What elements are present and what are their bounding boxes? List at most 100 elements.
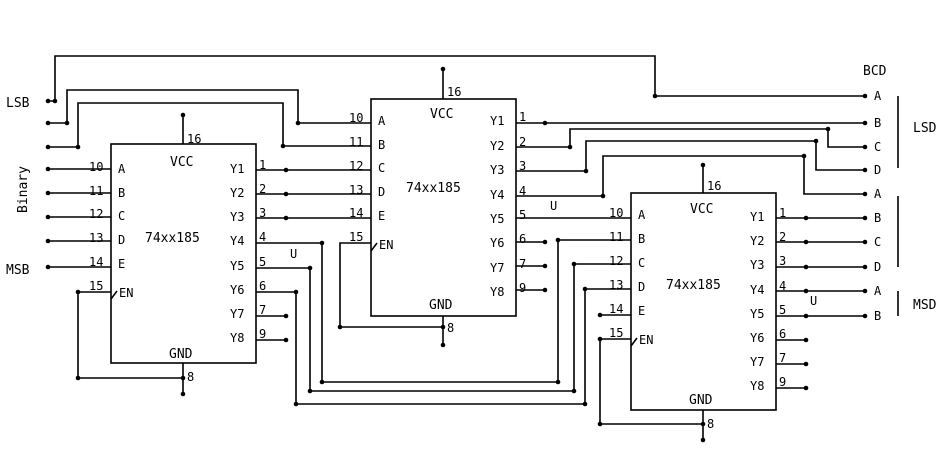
chip-1-body (110, 143, 257, 364)
chip-1-out-pin: 3 (259, 206, 266, 220)
chip-3-pin-num: 14 (609, 302, 623, 316)
chip-2-vcc-pin: 16 (447, 85, 461, 99)
chip-3-out-label: Y2 (750, 234, 764, 248)
unused-mark: U (810, 294, 817, 308)
bcd-label: BCD (863, 64, 887, 79)
chip-1-out-pin: 5 (259, 255, 266, 269)
chip-1-in-label: D (118, 233, 125, 247)
chip-1-out-label: Y3 (230, 210, 244, 224)
chip-1-out-label: Y4 (230, 234, 244, 248)
chip-1-out-label: Y7 (230, 307, 244, 321)
chip-2-pin-num: 15 (349, 230, 363, 244)
chip-2-en-label: EN (379, 238, 393, 252)
chip-3-out-pin: 5 (779, 303, 786, 317)
chip-2-out-pin: 9 (519, 281, 526, 295)
chip-3-in-label: C (638, 256, 645, 270)
chip-3-out-pin: 1 (779, 206, 786, 220)
chip-3-out-pin: 9 (779, 375, 786, 389)
chip-2-out-label: Y4 (490, 188, 504, 202)
chip-3-pin-num: 13 (609, 278, 623, 292)
chip-1-vcc-pin: 16 (187, 132, 201, 146)
unused-mark: U (290, 247, 297, 261)
chip-3-out-pin: 2 (779, 230, 786, 244)
chip-3-out-pin: 3 (779, 254, 786, 268)
chip-1-en-label: EN (119, 286, 133, 300)
chip-3-pin-num: 10 (609, 206, 623, 220)
chip-2-out-pin: 7 (519, 257, 526, 271)
chip-3-out-pin: 7 (779, 351, 786, 365)
chip-1-pin-num: 14 (89, 255, 103, 269)
chip-2-out-pin: 3 (519, 159, 526, 173)
wiring (48, 55, 899, 425)
chip-3-in-label: D (638, 280, 645, 294)
output-label: B (874, 211, 881, 225)
chip-1-out-pin: 1 (259, 158, 266, 172)
chip-3-out-label: Y3 (750, 258, 764, 272)
output-label: C (874, 140, 881, 154)
chip-1-out-pin: 9 (259, 327, 266, 341)
chip-2-out-pin: 5 (519, 208, 526, 222)
output-label: A (874, 187, 882, 201)
chip-1-pin-num: 11 (89, 184, 103, 198)
chip-1-pin-num: 12 (89, 207, 103, 221)
chip-1-gnd-label: GND (169, 347, 193, 362)
chip-1-out-pin: 6 (259, 279, 266, 293)
chip-3-pin-num: 12 (609, 254, 623, 268)
binary-label: Binary (16, 166, 31, 213)
chip-1-out-label: Y5 (230, 259, 244, 273)
junction-dots (45, 66, 868, 443)
chip-2-pin-num: 13 (349, 183, 363, 197)
chip-1-out-pin: 7 (259, 303, 266, 317)
chip-3-vcc-pin: 16 (707, 179, 721, 193)
chip-3-gnd-pin: 8 (707, 417, 714, 431)
chip-2-in-label: A (378, 114, 386, 128)
chip-2-out-label: Y8 (490, 285, 504, 299)
chip-3-pin-num: 11 (609, 230, 623, 244)
chip-3-out-pin: 4 (779, 279, 786, 293)
lsb-label: LSB (6, 96, 30, 111)
chip-3-out-label: Y8 (750, 379, 764, 393)
chip-1-out-label: Y8 (230, 331, 244, 345)
chip-1-vcc-label: VCC (170, 155, 193, 170)
lsd-label: LSD (913, 121, 937, 136)
chip-2-pin-num: 14 (349, 206, 363, 220)
chip-3-in-label: B (638, 232, 645, 246)
chip-1: 16 VCC 74xx185 GND 8 10 11 12 13 14 15 A… (89, 115, 266, 394)
chip-3-en-label: EN (639, 333, 653, 347)
chip-2-out-label: Y1 (490, 114, 504, 128)
msd-label: MSD (913, 298, 937, 313)
chip-3-pin-num: 15 (609, 326, 623, 340)
chip-2-out-pin: 2 (519, 135, 526, 149)
output-label: A (874, 284, 882, 298)
chip-3-out-label: Y1 (750, 210, 764, 224)
output-label: A (874, 89, 882, 103)
chip-2-gnd-label: GND (429, 298, 453, 313)
chip-2-part-label: 74xx185 (406, 181, 461, 196)
chip-1-gnd-pin: 8 (187, 370, 194, 384)
chip-2-body (370, 98, 517, 317)
chip-2-pin-num: 10 (349, 111, 363, 125)
chip-1-in-label: E (118, 257, 125, 271)
chip-1-out-label: Y1 (230, 162, 244, 176)
chip-1-pin-num: 13 (89, 231, 103, 245)
chip-3-body (630, 192, 777, 411)
chip-1-in-label: B (118, 186, 125, 200)
chip-3-vcc-label: VCC (690, 202, 713, 217)
chip-3-out-pin: 6 (779, 327, 786, 341)
chip-2-gnd-pin: 8 (447, 321, 454, 335)
chip-1-pin-num: 10 (89, 160, 103, 174)
chip-3-gnd-label: GND (689, 393, 713, 408)
chip-2-out-label: Y6 (490, 236, 504, 250)
chip-3-out-label: Y5 (750, 307, 764, 321)
chip-2-out-label: Y5 (490, 212, 504, 226)
chip-1-out-label: Y6 (230, 283, 244, 297)
chip-2-out-pin: 6 (519, 232, 526, 246)
msb-label: MSB (6, 263, 30, 278)
chip-2-in-label: D (378, 185, 385, 199)
output-label: C (874, 235, 881, 249)
chip-2-vcc-label: VCC (430, 107, 453, 122)
chip-3-in-label: A (638, 208, 646, 222)
chip-1-out-pin: 4 (259, 230, 266, 244)
chip-2-out-label: Y3 (490, 163, 504, 177)
chip-3-out-label: Y4 (750, 283, 764, 297)
